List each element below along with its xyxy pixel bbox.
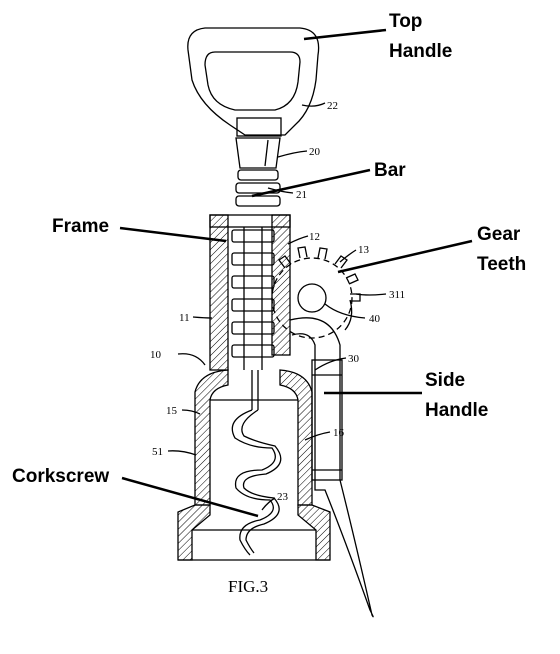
callout-gear-teeth: Gear Teeth	[477, 224, 526, 275]
svg-text:20: 20	[309, 146, 321, 158]
svg-text:Side: Side	[425, 370, 465, 391]
svg-text:22: 22	[327, 100, 338, 112]
svg-text:30: 30	[348, 353, 360, 365]
svg-text:Handle: Handle	[425, 400, 488, 421]
callout-bar: Bar	[374, 160, 406, 181]
svg-text:311: 311	[389, 289, 405, 301]
svg-text:Handle: Handle	[389, 41, 452, 62]
callout-top-handle: Top Handle	[389, 11, 452, 62]
svg-text:21: 21	[296, 189, 307, 201]
svg-text:16: 16	[333, 427, 345, 439]
svg-text:13: 13	[358, 244, 370, 256]
gear	[271, 246, 361, 339]
svg-text:12: 12	[309, 231, 320, 243]
svg-text:Gear: Gear	[477, 224, 521, 245]
callout-corkscrew: Corkscrew	[12, 466, 109, 487]
callout-leaders	[119, 28, 473, 518]
svg-text:11: 11	[179, 312, 190, 324]
rack-teeth	[231, 227, 275, 370]
figure-caption: FIG.3	[228, 577, 268, 596]
callout-frame: Frame	[52, 216, 109, 237]
corkscrew-spiral	[231, 370, 282, 556]
svg-text:15: 15	[166, 405, 178, 417]
svg-text:10: 10	[150, 349, 162, 361]
svg-text:51: 51	[152, 446, 163, 458]
svg-text:Top: Top	[389, 11, 422, 32]
reference-leaders	[167, 102, 387, 511]
callout-side-handle: Side Handle	[425, 370, 488, 421]
bar-assembly	[235, 137, 281, 207]
top-handle	[187, 27, 320, 137]
reference-numerals: 22 20 21 12 13 311 11 40 10 30 15 16 51 …	[150, 100, 405, 503]
svg-text:40: 40	[369, 313, 381, 325]
cup-body	[177, 369, 331, 561]
svg-text:Teeth: Teeth	[477, 254, 526, 275]
frame	[209, 214, 291, 371]
svg-text:23: 23	[277, 491, 289, 503]
